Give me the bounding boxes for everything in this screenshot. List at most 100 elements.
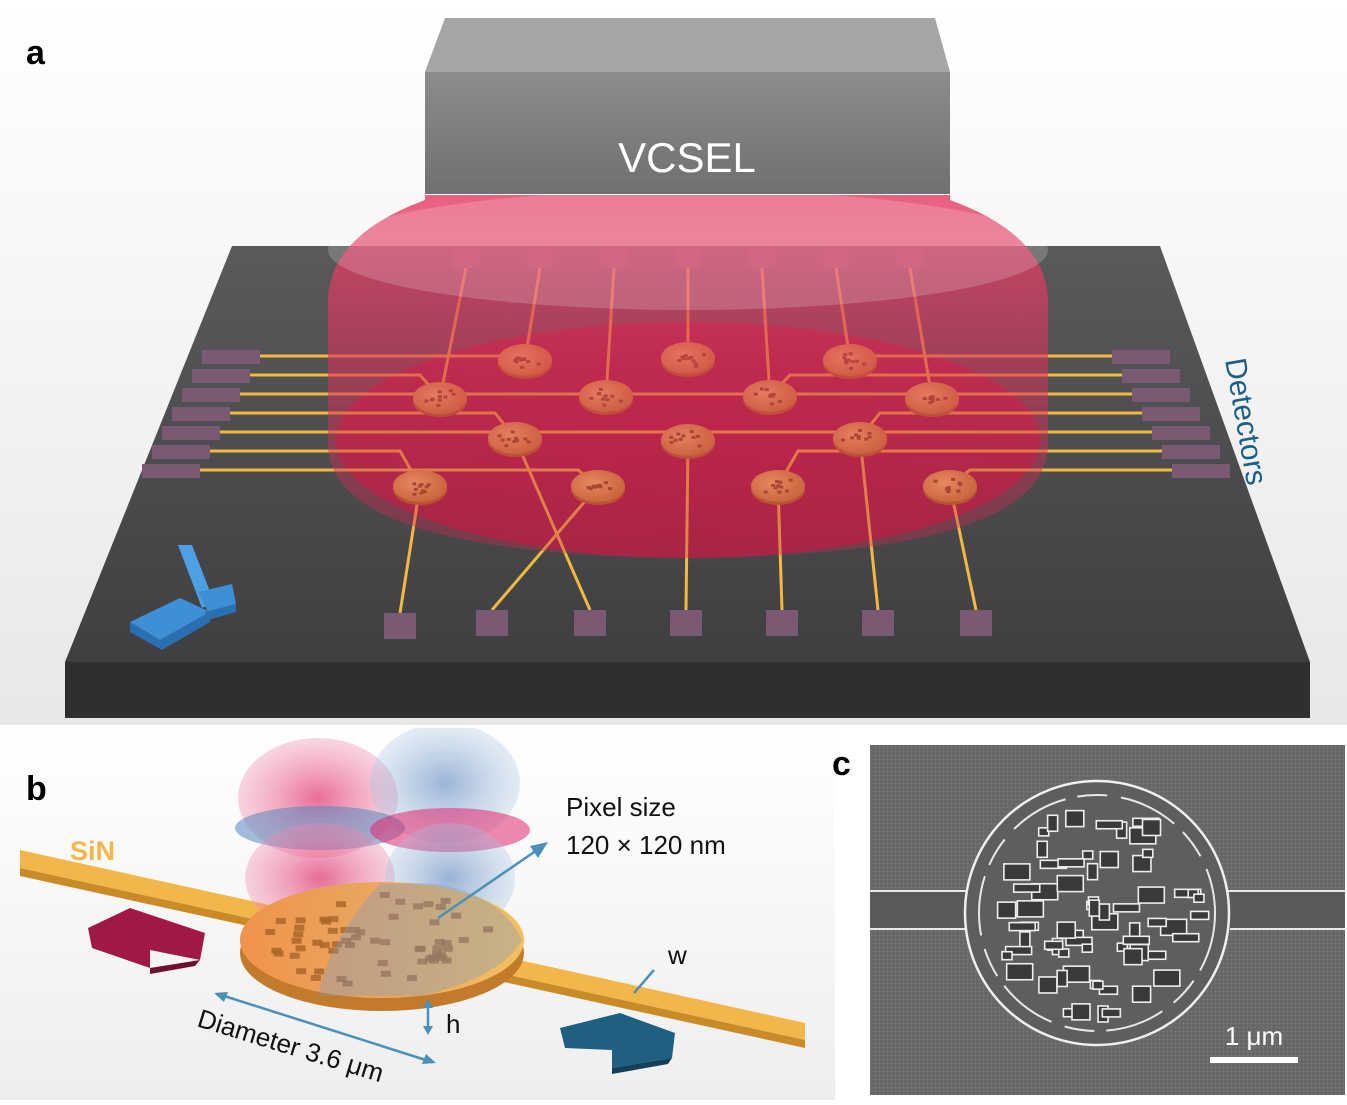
disk-pixel <box>319 942 330 949</box>
sem-pixel <box>1065 936 1093 947</box>
left-pad-5 <box>152 445 210 459</box>
panel-b: Pixel size 120 × 120 nm SiN w h Diameter… <box>0 723 835 1100</box>
disk-pixel <box>295 945 306 952</box>
pixel-size-arrowhead <box>530 842 548 858</box>
panel-letter-a: a <box>26 34 45 72</box>
vcsel-beam <box>328 195 1048 558</box>
disk-pixel <box>442 945 453 952</box>
disk-pixel <box>289 952 300 959</box>
disk-pixel <box>427 954 438 961</box>
sem-pixel <box>1086 862 1099 881</box>
bottom-pad-3 <box>670 610 702 636</box>
sem-pixel <box>1057 948 1070 958</box>
pixel-size-label-line1: Pixel size <box>566 792 676 822</box>
sem-image: 1 μm <box>870 745 1345 1095</box>
disk-pixel <box>350 926 361 933</box>
sem-pixel <box>1046 814 1059 833</box>
sem-pixel <box>1005 962 1034 981</box>
disk-pixel <box>429 919 440 926</box>
left-pad-0 <box>202 350 260 364</box>
sem-pixel <box>1056 874 1085 893</box>
pixel-size-label-line2: 120 × 120 nm <box>566 830 726 860</box>
sem-pixel <box>1008 921 1037 932</box>
sem-pixel <box>1132 854 1152 873</box>
right-pad-2 <box>1132 388 1190 402</box>
disk-pixel <box>441 957 452 964</box>
sem-pixel <box>1142 848 1154 859</box>
disk-pixel <box>293 931 304 938</box>
bottom-pad-1 <box>476 610 508 636</box>
disk-pixel <box>328 916 339 923</box>
disk-pixel <box>377 960 388 967</box>
sem-pixel <box>1193 893 1205 904</box>
disk-pixel <box>265 929 276 936</box>
sem-pixel <box>1112 903 1141 913</box>
sem-pixel <box>1004 945 1033 956</box>
disk-pixel <box>406 975 417 982</box>
disk-pixels <box>265 892 494 987</box>
bottom-pad-5 <box>862 610 894 636</box>
sem-pixel <box>1056 921 1077 939</box>
input-arrow-icon <box>88 908 205 974</box>
substrate-front <box>65 662 1310 718</box>
left-pad-6 <box>142 464 200 478</box>
sem-disk-inner-ring <box>978 794 1216 1032</box>
vcsel-label: VCSEL <box>618 134 756 181</box>
sem-pixel <box>1071 1003 1091 1021</box>
sem-pixel <box>1003 863 1031 881</box>
sem-pixel <box>1098 985 1119 996</box>
disk-pixel <box>340 926 351 933</box>
vcsel-block <box>425 72 950 194</box>
disk-pixel <box>434 938 445 945</box>
bottom-pad-4 <box>766 610 798 636</box>
disk-pixel <box>379 892 390 899</box>
sem-pixel <box>1095 819 1124 830</box>
sem-pixel <box>1099 850 1120 869</box>
output-arrow-icon <box>560 1013 675 1074</box>
left-pad-2 <box>182 388 240 402</box>
panel-c: 1 μm c <box>832 745 1345 1095</box>
sem-pixel <box>1043 940 1064 951</box>
sem-pixel <box>1116 942 1129 952</box>
disk-pixel <box>435 951 446 958</box>
sem-pixel <box>1056 969 1068 988</box>
disk-pixel <box>451 912 462 919</box>
disk-pixel <box>458 937 469 944</box>
disk-pixel <box>395 898 406 905</box>
sem-pixel <box>1081 943 1094 953</box>
disk-pixel <box>417 958 428 965</box>
panel-b-illustration: Pixel size 120 × 120 nm SiN w h Diameter… <box>0 723 835 1100</box>
sem-pixel <box>1189 910 1210 921</box>
right-pad-0 <box>1112 350 1170 364</box>
panel-letter-c: c <box>832 745 851 783</box>
sem-pixel <box>1064 809 1085 828</box>
disk-pixel <box>415 945 426 952</box>
disk-pixel <box>328 947 339 954</box>
panel-letter-b: b <box>26 770 47 808</box>
disk-pixel <box>294 924 305 931</box>
right-pad-4 <box>1152 426 1210 440</box>
disk-pixel <box>296 968 307 975</box>
disk-pixel <box>440 897 451 904</box>
disk-pixel <box>271 947 282 954</box>
disk-pixel <box>435 903 446 910</box>
sem-pixel <box>1122 935 1151 946</box>
left-pad-3 <box>172 407 230 421</box>
disk-pixel <box>432 945 443 952</box>
disk-pixel <box>314 968 325 975</box>
sem-pixel <box>1081 850 1094 860</box>
disk-pixel <box>380 970 391 977</box>
disk-pixel <box>342 980 353 987</box>
disk-pixel <box>355 929 366 936</box>
sem-pixel <box>1036 840 1049 859</box>
disk-pixel <box>295 917 306 924</box>
beam-highlight <box>328 190 1048 310</box>
sin-label: SiN <box>70 836 115 866</box>
disk-pixel <box>319 916 330 923</box>
sem-pixel <box>1153 969 1181 987</box>
left-pad-1 <box>192 369 250 383</box>
panel-a-illustration: VCSEL Detectors <box>0 0 1347 725</box>
disk-pixel <box>423 901 434 908</box>
disk-pixel <box>441 940 452 947</box>
sem-pixel <box>1141 818 1162 837</box>
